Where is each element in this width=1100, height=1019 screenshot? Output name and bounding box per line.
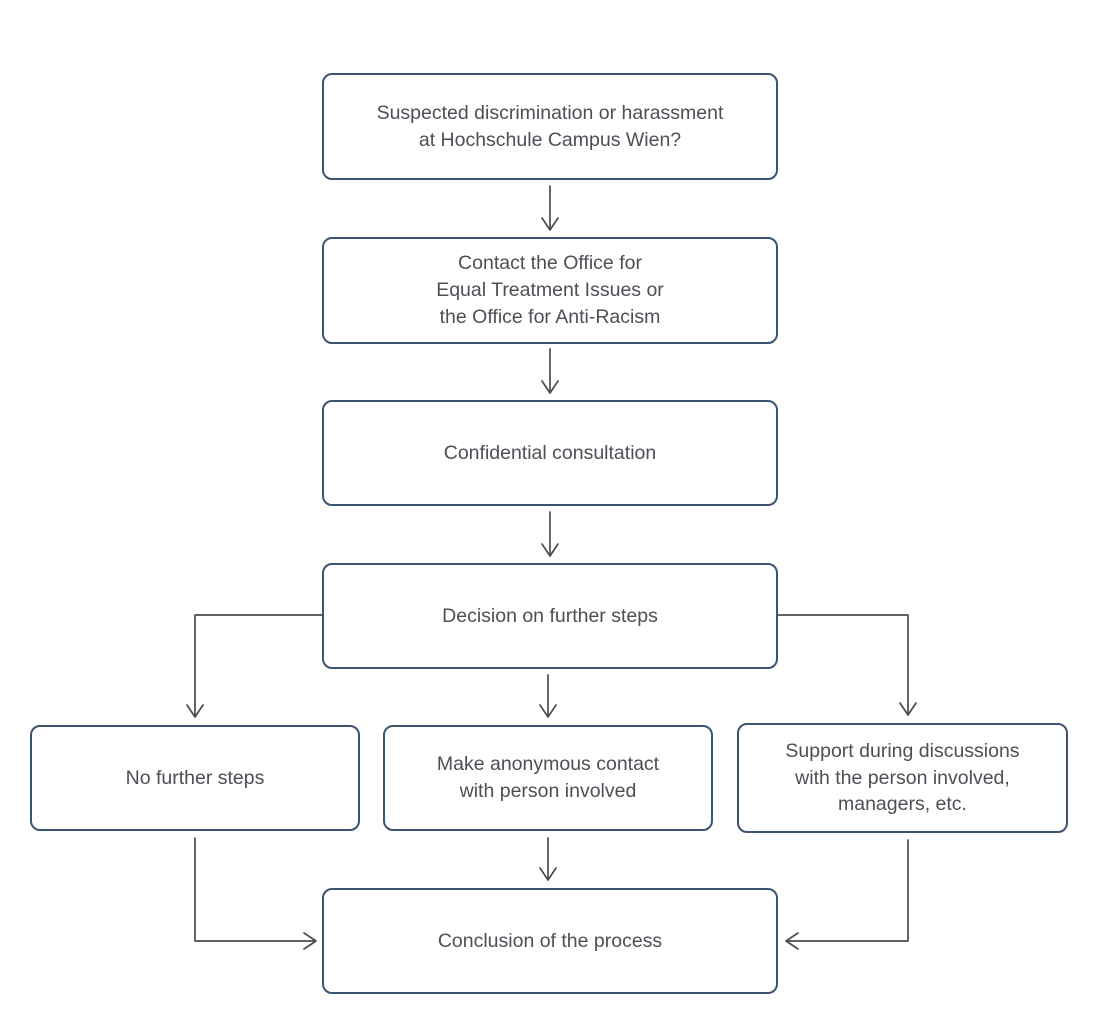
arrow-support-to-conclusion: [785, 839, 909, 950]
node-label: Contact the Office for Equal Treatment I…: [436, 252, 664, 328]
node-anonymous-contact: Make anonymous contact with person invol…: [383, 725, 713, 831]
arrow-consult-to-decision: [541, 511, 559, 557]
node-label: Confidential consultation: [443, 441, 657, 464]
node-label: Suspected discrimination or harassment a…: [376, 101, 724, 151]
node-confidential-consultation: Confidential consultation: [322, 400, 778, 506]
arrow-anon-to-conclusion: [539, 837, 557, 881]
arrow-start-to-contact: [541, 185, 559, 231]
node-label: Support during discussions with the pers…: [785, 739, 1020, 816]
node-decision-further-steps: Decision on further steps: [322, 563, 778, 669]
node-label: Make anonymous contact with person invol…: [436, 753, 660, 802]
node-conclusion-of-process: Conclusion of the process: [322, 888, 778, 994]
arrow-nosteps-to-conclusion: [194, 837, 317, 950]
node-contact-office: Contact the Office for Equal Treatment I…: [322, 237, 778, 344]
node-label: Decision on further steps: [442, 604, 658, 627]
arrow-decision-to-nosteps: [186, 614, 323, 718]
arrow-contact-to-consult: [541, 348, 559, 394]
node-label: Conclusion of the process: [437, 929, 663, 952]
arrow-decision-to-anon: [539, 674, 557, 718]
node-no-further-steps: No further steps: [30, 725, 360, 831]
node-support-discussions: Support during discussions with the pers…: [737, 723, 1068, 833]
node-label: No further steps: [125, 766, 265, 789]
node-suspected-discrimination: Suspected discrimination or harassment a…: [322, 73, 778, 180]
arrow-decision-to-support: [777, 614, 917, 716]
